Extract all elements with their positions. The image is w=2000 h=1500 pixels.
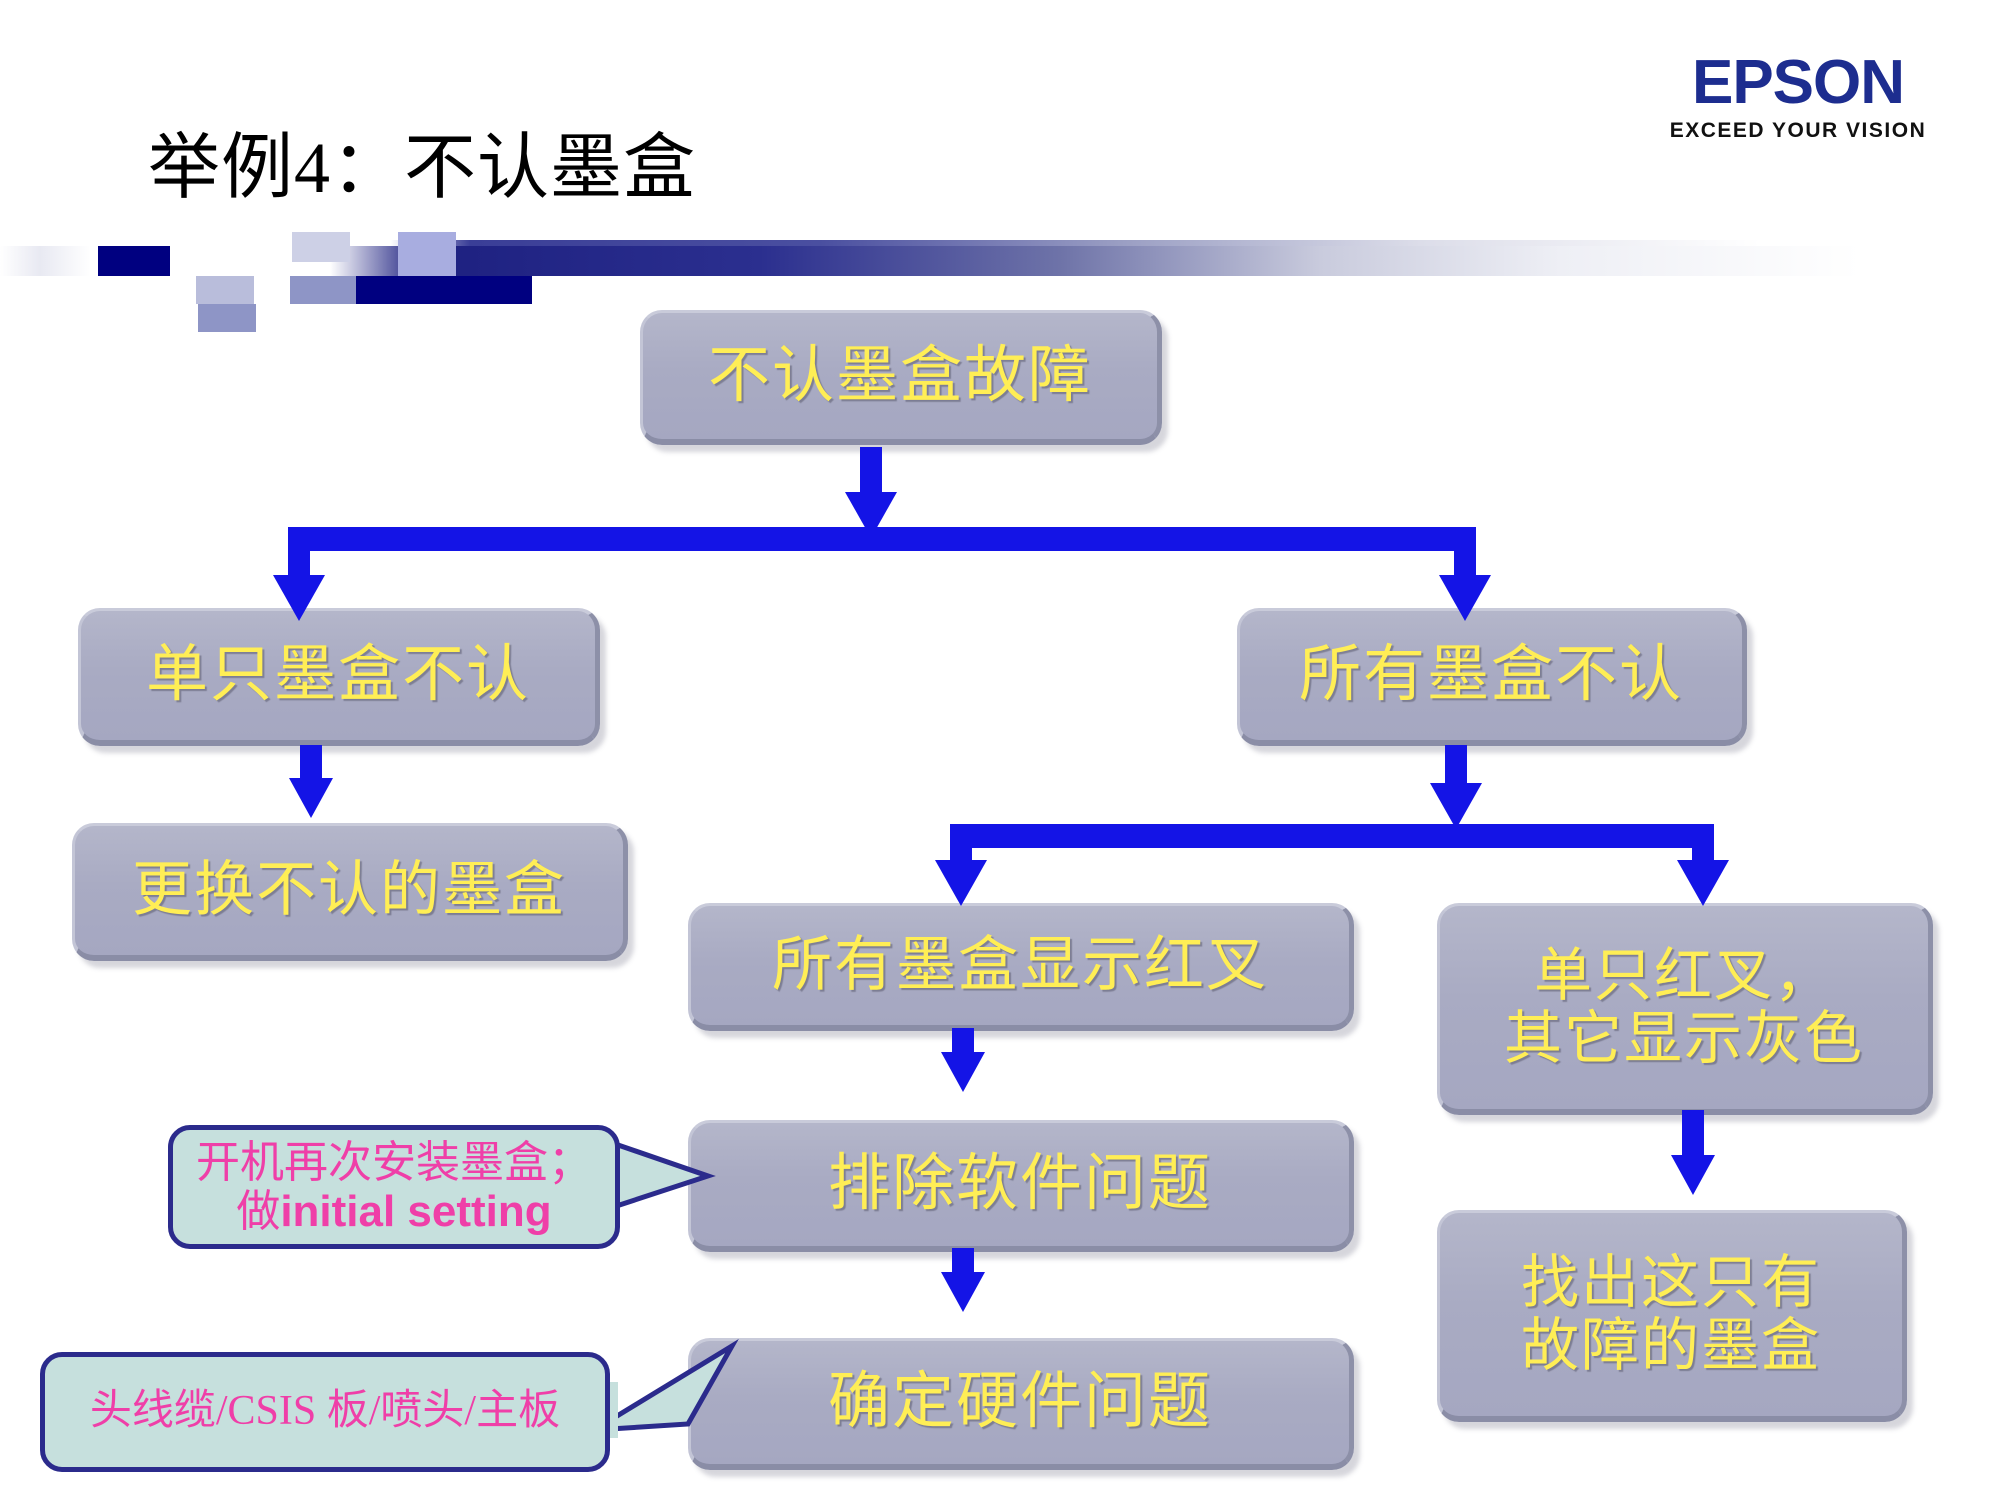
connector-software-to-hardware [952,1248,974,1278]
connector-root-stem [860,447,882,499]
arrowhead-all-fail [1439,575,1491,621]
callout-hardware-text: 头线缆/CSIS 板/喷头/主板 [89,1388,561,1435]
arrowhead-software [941,1052,985,1092]
decorative-square-2 [398,232,456,276]
connector-level2-left-stem [950,824,972,868]
decorative-header-bar [0,228,2000,332]
connector-level2-right-stem [1692,824,1714,868]
flow-node-single-fail[interactable]: 单只墨盒不认 [78,608,600,746]
callout-hardware-tail [592,1338,739,1438]
decorative-square-6 [356,276,532,304]
connector-single-to-replace [300,745,322,785]
connector-level1-right-stem [1454,527,1476,583]
epson-logo: EPSON EXCEED YOUR VISION [1648,48,1948,142]
flow-node-replace[interactable]: 更换不认的墨盒 [72,823,628,961]
flow-node-all-fail[interactable]: 所有墨盒不认 [1237,608,1747,746]
decorative-square-3 [196,276,254,304]
decorative-bar-highlight [0,240,2000,247]
epson-wordmark: EPSON [1691,48,1905,117]
arrowhead-allfail-down [1430,783,1482,829]
flow-node-root[interactable]: 不认墨盒故障 [640,310,1162,445]
connector-level1-left-stem [288,527,310,583]
flow-node-all-red-x[interactable]: 所有墨盒显示红叉 [688,903,1354,1031]
callout-software-text: 开机再次安装墨盒； 做initial setting [196,1137,592,1236]
arrowhead-one-red-x [1677,860,1729,906]
connector-level2-bar [950,824,1714,848]
decorative-square-1 [292,232,350,262]
connector-level1-bar [288,527,1476,551]
flow-node-one-red-x[interactable]: 单只红叉， 其它显示灰色 [1437,903,1933,1115]
page-title: 举例4：不认墨盒 [148,128,697,208]
arrowhead-replace [289,778,333,818]
connector-onered-to-findbad [1682,1110,1704,1162]
decorative-square-navy [98,246,170,276]
decorative-square-5 [198,304,256,332]
arrowhead-hardware [941,1272,985,1312]
connector-redx-to-software [952,1028,974,1058]
arrowhead-find-bad [1671,1155,1715,1195]
arrowhead-single-fail [273,575,325,621]
decorative-square-4 [290,276,356,304]
epson-tagline: EXCEED YOUR VISION [1669,119,1927,142]
connector-allfail-stem [1445,745,1467,789]
callout-software[interactable]: 开机再次安装墨盒； 做initial setting [168,1125,620,1249]
arrowhead-all-red-x [935,860,987,906]
flow-node-hardware[interactable]: 确定硬件问题 [688,1338,1354,1470]
callout-hardware[interactable]: 头线缆/CSIS 板/喷头/主板 [40,1352,610,1472]
flow-node-software[interactable]: 排除软件问题 [688,1120,1354,1252]
flow-node-find-bad[interactable]: 找出这只有 故障的墨盒 [1437,1210,1907,1422]
